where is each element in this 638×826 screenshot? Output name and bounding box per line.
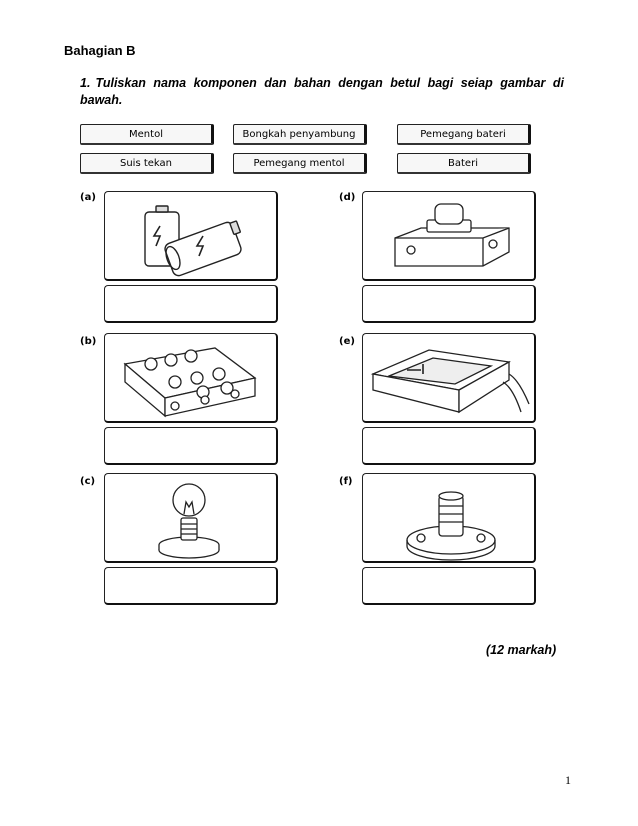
item-label-e: (e) bbox=[339, 336, 355, 347]
word-bank-item: Pemegang bateri bbox=[397, 124, 531, 145]
answer-box-f[interactable] bbox=[362, 567, 536, 605]
picture-box-b bbox=[104, 333, 278, 423]
answer-box-d[interactable] bbox=[362, 285, 536, 323]
answer-box-a[interactable] bbox=[104, 285, 278, 323]
page-number: 1 bbox=[565, 773, 571, 787]
word-bank-item: Bongkah penyambung bbox=[233, 124, 367, 145]
word-bank-item: Bateri bbox=[397, 153, 531, 174]
section-title: Bahagian B bbox=[64, 43, 136, 58]
battery-holder-icon bbox=[370, 349, 530, 414]
question-instruction: Tuliskan nama komponen dan bahan dengan … bbox=[80, 76, 564, 107]
item-label-d: (d) bbox=[339, 192, 356, 203]
connector-block-icon bbox=[123, 347, 257, 418]
batteries-icon bbox=[144, 205, 242, 277]
picture-box-a bbox=[104, 191, 278, 281]
item-label-b: (b) bbox=[80, 336, 97, 347]
item-label-a: (a) bbox=[80, 192, 96, 203]
light-bulb-icon bbox=[158, 483, 220, 559]
answer-box-e[interactable] bbox=[362, 427, 536, 465]
marks-label: (12 markah) bbox=[486, 643, 557, 657]
picture-box-d bbox=[362, 191, 536, 281]
picture-box-e bbox=[362, 333, 536, 423]
item-label-c: (c) bbox=[80, 476, 96, 487]
item-label-f: (f) bbox=[339, 476, 353, 487]
word-bank-item: Pemegang mentol bbox=[233, 153, 367, 174]
picture-box-f bbox=[362, 473, 536, 563]
bulb-holder-icon bbox=[406, 491, 496, 561]
word-bank-item: Suis tekan bbox=[80, 153, 214, 174]
answer-box-b[interactable] bbox=[104, 427, 278, 465]
word-bank-item: Mentol bbox=[80, 124, 214, 145]
question-number: 1. bbox=[80, 76, 91, 90]
picture-box-c bbox=[104, 473, 278, 563]
push-switch-icon bbox=[394, 203, 510, 267]
answer-box-c[interactable] bbox=[104, 567, 278, 605]
question-text: 1.Tuliskan nama komponen dan bahan denga… bbox=[80, 75, 564, 109]
